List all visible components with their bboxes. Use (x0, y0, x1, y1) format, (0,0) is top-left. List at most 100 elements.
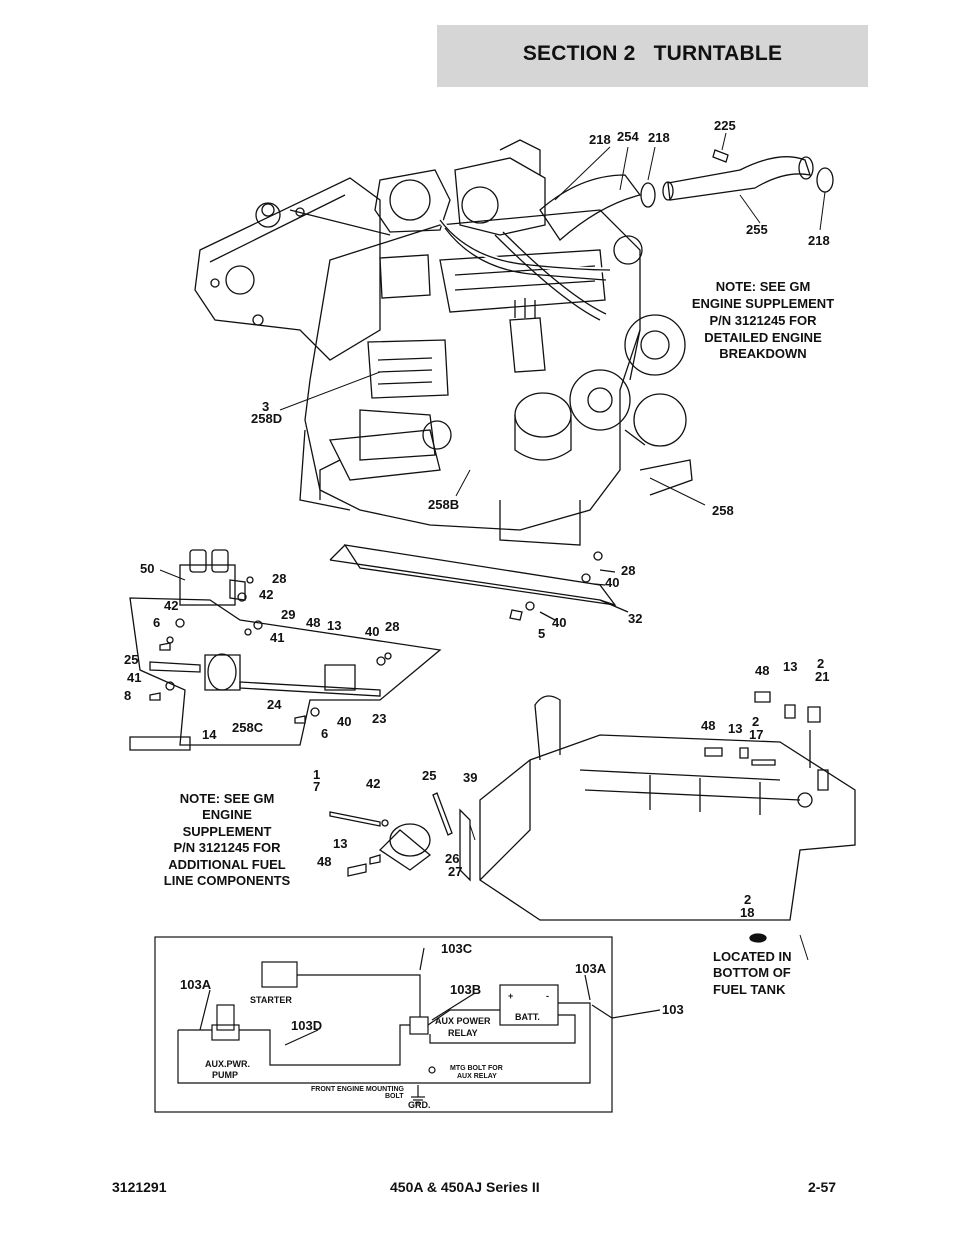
callout: 23 (372, 711, 386, 726)
callout: 40 (337, 714, 351, 729)
callout: 218 (808, 233, 830, 248)
fuel-note-line: ENGINE (202, 807, 252, 822)
callout: 255 (746, 222, 768, 237)
callout: 258 (712, 503, 734, 518)
engine-note-line: BREAKDOWN (719, 346, 806, 361)
section-header: SECTION 2 TURNTABLE (437, 25, 868, 87)
page-number: 2-57 (808, 1179, 837, 1195)
callout: 254 (617, 129, 639, 144)
fuel-tank (479, 691, 856, 943)
callout: 258D (251, 411, 282, 426)
callout: 103A (180, 977, 212, 992)
callout: 28 (621, 563, 635, 578)
callout: 42 (366, 776, 380, 791)
callout: 2 (817, 656, 824, 671)
pump-label: PUMP (212, 1070, 238, 1080)
callout: 48 (755, 663, 769, 678)
callout: 29 (281, 607, 295, 622)
callout: 25 (422, 768, 436, 783)
callout: 103B (450, 982, 481, 997)
callout: 48 (306, 615, 320, 630)
tank-note-line: FUEL TANK (713, 982, 786, 997)
callout: 40 (365, 624, 379, 639)
callout: 25 (124, 652, 138, 667)
callout: 258C (232, 720, 264, 735)
aux-power-label: AUX POWER (435, 1016, 491, 1026)
front-mount-label: FRONT ENGINE MOUNTING (311, 1086, 404, 1093)
wiring-labels: 103C 103A 103B 103A 103D 103 STARTER AUX… (180, 941, 684, 1110)
tank-note-line: LOCATED IN (713, 949, 791, 964)
tank-note-line: BOTTOM OF (713, 965, 791, 980)
callout: 24 (267, 697, 282, 712)
callout: 2 (752, 714, 759, 729)
mtg-bolt-label: AUX RELAY (457, 1073, 497, 1080)
callout: 103C (441, 941, 473, 956)
engine-note-line: P/N 3121245 FOR (710, 313, 818, 328)
leader-lines-2 (159, 569, 809, 961)
callout: 28 (272, 571, 286, 586)
callout: 258B (428, 497, 459, 512)
front-mount-label: BOLT (385, 1093, 404, 1100)
callout: 14 (202, 727, 217, 742)
callout: 27 (448, 864, 462, 879)
engine-assembly (194, 139, 693, 546)
callout: 8 (124, 688, 131, 703)
callout: 1 (313, 767, 320, 782)
fuel-valve-assembly (129, 549, 442, 751)
battery-label: BATT. (515, 1012, 540, 1022)
callout: 13 (728, 721, 742, 736)
callout: 2 (744, 892, 751, 907)
callout: 42 (259, 587, 273, 602)
fuel-note-line: LINE COMPONENTS (164, 873, 291, 888)
callout: 17 (749, 727, 763, 742)
callout: 103D (291, 1018, 322, 1033)
battery-plus: + (508, 991, 513, 1001)
section-title: SECTION 2 TURNTABLE (522, 42, 783, 65)
callout: 40 (552, 615, 566, 630)
fuel-note-line: ADDITIONAL FUEL (168, 857, 286, 872)
intake-pipe (640, 149, 834, 208)
wiring-schematic (154, 936, 661, 1113)
callout: 6 (321, 726, 328, 741)
relay-label: RELAY (448, 1028, 478, 1038)
callout: 41 (270, 630, 284, 645)
callout: 41 (127, 670, 141, 685)
leader-lines (279, 132, 826, 506)
fuel-note-line: P/N 3121245 FOR (174, 840, 282, 855)
doc-number: 3121291 (112, 1179, 167, 1195)
engine-note-line: NOTE: SEE GM (716, 279, 811, 294)
callout: 5 (538, 626, 545, 641)
callout: 13 (333, 836, 347, 851)
callout: 13 (327, 618, 341, 633)
mtg-bolt-label: MTG BOLT FOR (450, 1065, 503, 1072)
fuel-note-line: NOTE: SEE GM (180, 791, 275, 806)
fuel-note-line: SUPPLEMENT (183, 824, 272, 839)
tank-note: LOCATED IN BOTTOM OF FUEL TANK (713, 949, 791, 997)
callout: 48 (701, 718, 715, 733)
callout: 32 (628, 611, 642, 626)
callout: 40 (605, 575, 619, 590)
engine-note: NOTE: SEE GM ENGINE SUPPLEMENT P/N 31212… (692, 279, 834, 361)
starter-label: STARTER (250, 995, 292, 1005)
callout: 39 (463, 770, 477, 785)
callout: 7 (313, 779, 320, 794)
model-name: 450A & 450AJ Series II (390, 1179, 540, 1195)
fuel-note: NOTE: SEE GM ENGINE SUPPLEMENT P/N 31212… (164, 791, 291, 888)
engine-note-line: DETAILED ENGINE (704, 330, 822, 345)
ground-label: GRD. (408, 1100, 431, 1110)
callout: 225 (714, 118, 736, 133)
callout-labels: 218 254 218 225 255 218 3 258D 258B 258 … (124, 118, 830, 920)
callout: 18 (740, 905, 754, 920)
battery-minus: - (546, 991, 549, 1001)
callout: 42 (164, 598, 178, 613)
support-plate (329, 544, 629, 621)
callout: 48 (317, 854, 331, 869)
callout: 13 (783, 659, 797, 674)
callout: 103A (575, 961, 607, 976)
aux-pwr-label: AUX.PWR. (205, 1059, 250, 1069)
callout: 28 (385, 619, 399, 634)
fuel-pump-assembly (329, 792, 471, 882)
callout: 21 (815, 669, 829, 684)
callout: 6 (153, 615, 160, 630)
